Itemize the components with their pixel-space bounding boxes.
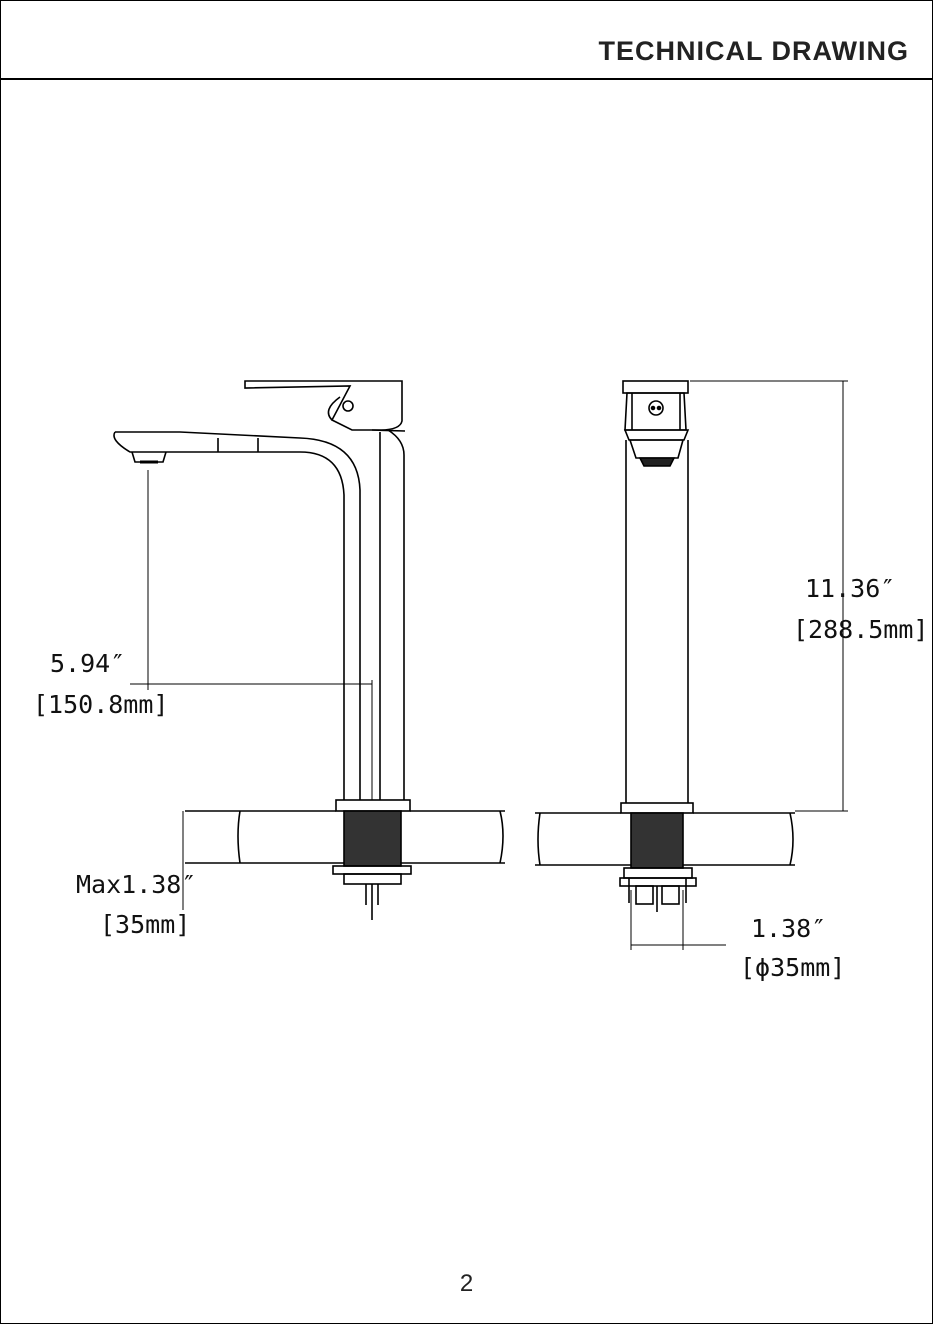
deck-thickness-imperial-label: Max1.38″ — [76, 870, 196, 899]
height-imperial-label: 11.36″ — [805, 574, 895, 603]
faucet-side-view — [114, 381, 505, 920]
height-metric-label: [288.5mm] — [793, 615, 928, 644]
faucet-front-view — [535, 381, 795, 912]
hole-diameter-metric-label: [ϕ35mm] — [740, 953, 845, 982]
page-number: 2 — [0, 1270, 933, 1298]
reach-metric-label: [150.8mm] — [33, 690, 168, 719]
reach-dimension — [130, 470, 372, 800]
deck-thickness-metric-label: [35mm] — [100, 910, 190, 939]
hole-diameter-imperial-label: 1.38″ — [751, 914, 826, 943]
reach-imperial-label: 5.94″ — [50, 649, 125, 678]
